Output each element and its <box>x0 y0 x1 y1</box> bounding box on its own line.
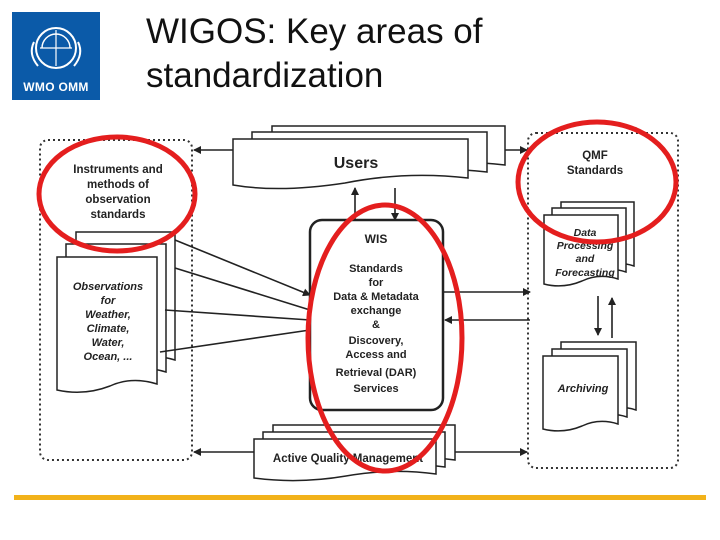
observations-line-6: Ocean, ... <box>84 351 133 363</box>
arrow-obs-to-wis-1 <box>174 239 311 297</box>
observations-text: Observations for Weather, Climate, Water… <box>73 281 143 363</box>
wmo-emblem-icon <box>30 27 82 69</box>
instruments-line-4: standards <box>91 209 146 221</box>
wis-line-1: Standards <box>349 263 403 275</box>
logo-text: WMO OMM <box>23 80 89 94</box>
wis-line-4: exchange <box>351 305 402 317</box>
arrow-obs-to-wis-4 <box>159 329 311 353</box>
wis-line-2: for <box>369 277 384 289</box>
observations-line-4: Climate, <box>87 323 130 335</box>
archiving-document-stack: Archiving <box>542 341 637 432</box>
wis-line-3: Data & Metadata <box>333 291 419 303</box>
wis-line-6: Discovery, <box>349 335 404 347</box>
observations-line-1: Observations <box>73 281 143 293</box>
wis-line-7: Access and <box>345 349 406 361</box>
wis-line-5: & <box>372 319 380 331</box>
arrow-obs-to-wis-3 <box>164 309 311 321</box>
data-processing-container <box>527 132 679 469</box>
qmf-line-1: QMF <box>582 150 608 162</box>
highlight-circles <box>36 119 679 474</box>
highlight-qmf-standards <box>515 119 679 245</box>
aqm-label: Active Quality Management <box>273 453 423 465</box>
wis-line-8: Retrieval (DAR) <box>336 367 417 379</box>
title-line-1: WIGOS: Key areas of <box>146 12 483 51</box>
observing-systems-container <box>39 139 193 461</box>
users-document-stack: Users <box>232 125 506 190</box>
page-title: WIGOS: Key areas of standardization <box>146 10 483 98</box>
observations-document-stack <box>56 231 176 393</box>
footer-divider <box>14 495 706 500</box>
observations-line-3: Weather, <box>85 309 131 321</box>
wis-line-9: Services <box>353 383 398 395</box>
instruments-line-3: observation <box>85 194 150 206</box>
archiving-label: Archiving <box>557 383 609 395</box>
instruments-line-2: methods of <box>87 179 149 191</box>
qmf-standards-text: QMF Standards <box>567 150 623 177</box>
users-label: Users <box>334 155 379 172</box>
data-processing-line-1: Data <box>574 227 597 239</box>
data-processing-text: Data Processing and Forecasting <box>555 227 615 279</box>
observations-line-5: Water, <box>92 337 125 349</box>
wis-body-text: Standards for Data & Metadata exchange &… <box>333 263 419 395</box>
data-processing-line-4: Forecasting <box>555 267 615 279</box>
highlight-wis-standards <box>305 202 465 474</box>
qmf-line-2: Standards <box>567 165 623 177</box>
instruments-line-1: Instruments and <box>73 164 162 176</box>
wis-title: WIS <box>365 232 388 246</box>
wmo-logo: WMO OMM <box>12 12 100 100</box>
data-processing-document-stack <box>543 201 635 287</box>
diagram-arrows <box>159 146 616 456</box>
highlight-instruments-standards <box>36 134 198 254</box>
title-line-2: standardization <box>146 56 384 95</box>
observations-line-2: for <box>101 295 116 307</box>
arrow-obs-to-wis-2 <box>174 267 311 311</box>
data-processing-line-3: and <box>576 253 595 265</box>
instruments-standards-text: Instruments and methods of observation s… <box>73 164 162 221</box>
